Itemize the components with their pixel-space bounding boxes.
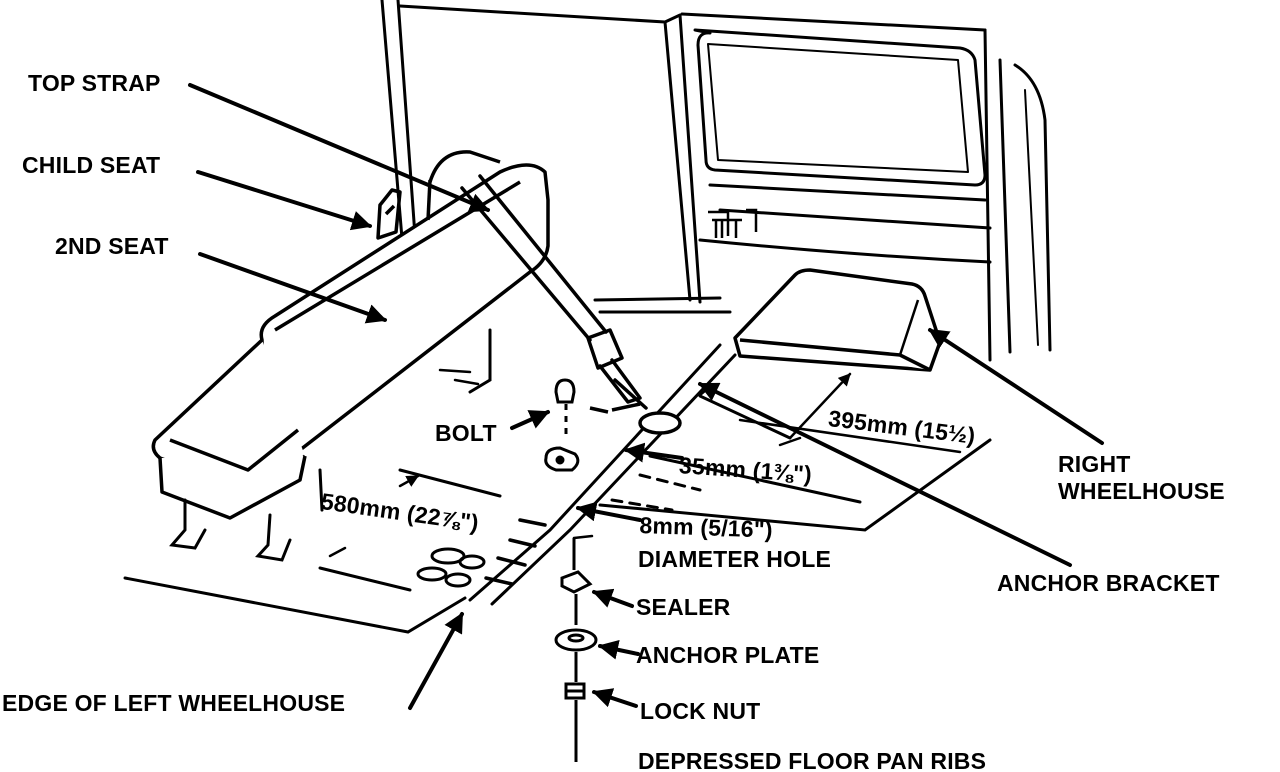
bolt-label: BOLT <box>435 420 497 446</box>
leader-arrows <box>188 83 1104 710</box>
anchor-bracket-label: ANCHOR BRACKET <box>997 570 1220 596</box>
child-seat-shape <box>376 188 402 240</box>
door-handle <box>708 208 758 238</box>
right-wheelhouse-label-line1: RIGHT <box>1058 451 1131 477</box>
top-strap-shape <box>460 174 648 410</box>
van-door-frame <box>380 0 1052 362</box>
floor-anchor-plate <box>589 402 682 435</box>
floor-ribs <box>416 547 486 588</box>
lock-nut-label: LOCK NUT <box>640 698 761 724</box>
sealer-label: SEALER <box>636 594 731 620</box>
depressed-floor-pan-ribs-label: DEPRESSED FLOOR PAN RIBS <box>638 748 987 772</box>
top-strap-label: TOP STRAP <box>28 70 161 96</box>
seat-legs <box>169 328 492 562</box>
anchor-plate-label: ANCHOR PLATE <box>636 642 820 668</box>
diameter-hole-label: DIAMETER HOLE <box>638 546 831 572</box>
right-wheelhouse-label-line2: WHEELHOUSE <box>1058 478 1225 504</box>
dimension-8mm: 8mm (5/16") <box>639 512 774 543</box>
floor-lines <box>123 368 992 634</box>
floor-anchor-rail <box>468 343 737 606</box>
child-seat-label: CHILD SEAT <box>22 152 161 178</box>
second-seat-label: 2ND SEAT <box>55 233 169 259</box>
right-wheelhouse-shape <box>733 268 942 372</box>
hardware-stack <box>544 378 598 762</box>
edge-of-left-wheelhouse-label: EDGE OF LEFT WHEELHOUSE <box>2 690 346 716</box>
